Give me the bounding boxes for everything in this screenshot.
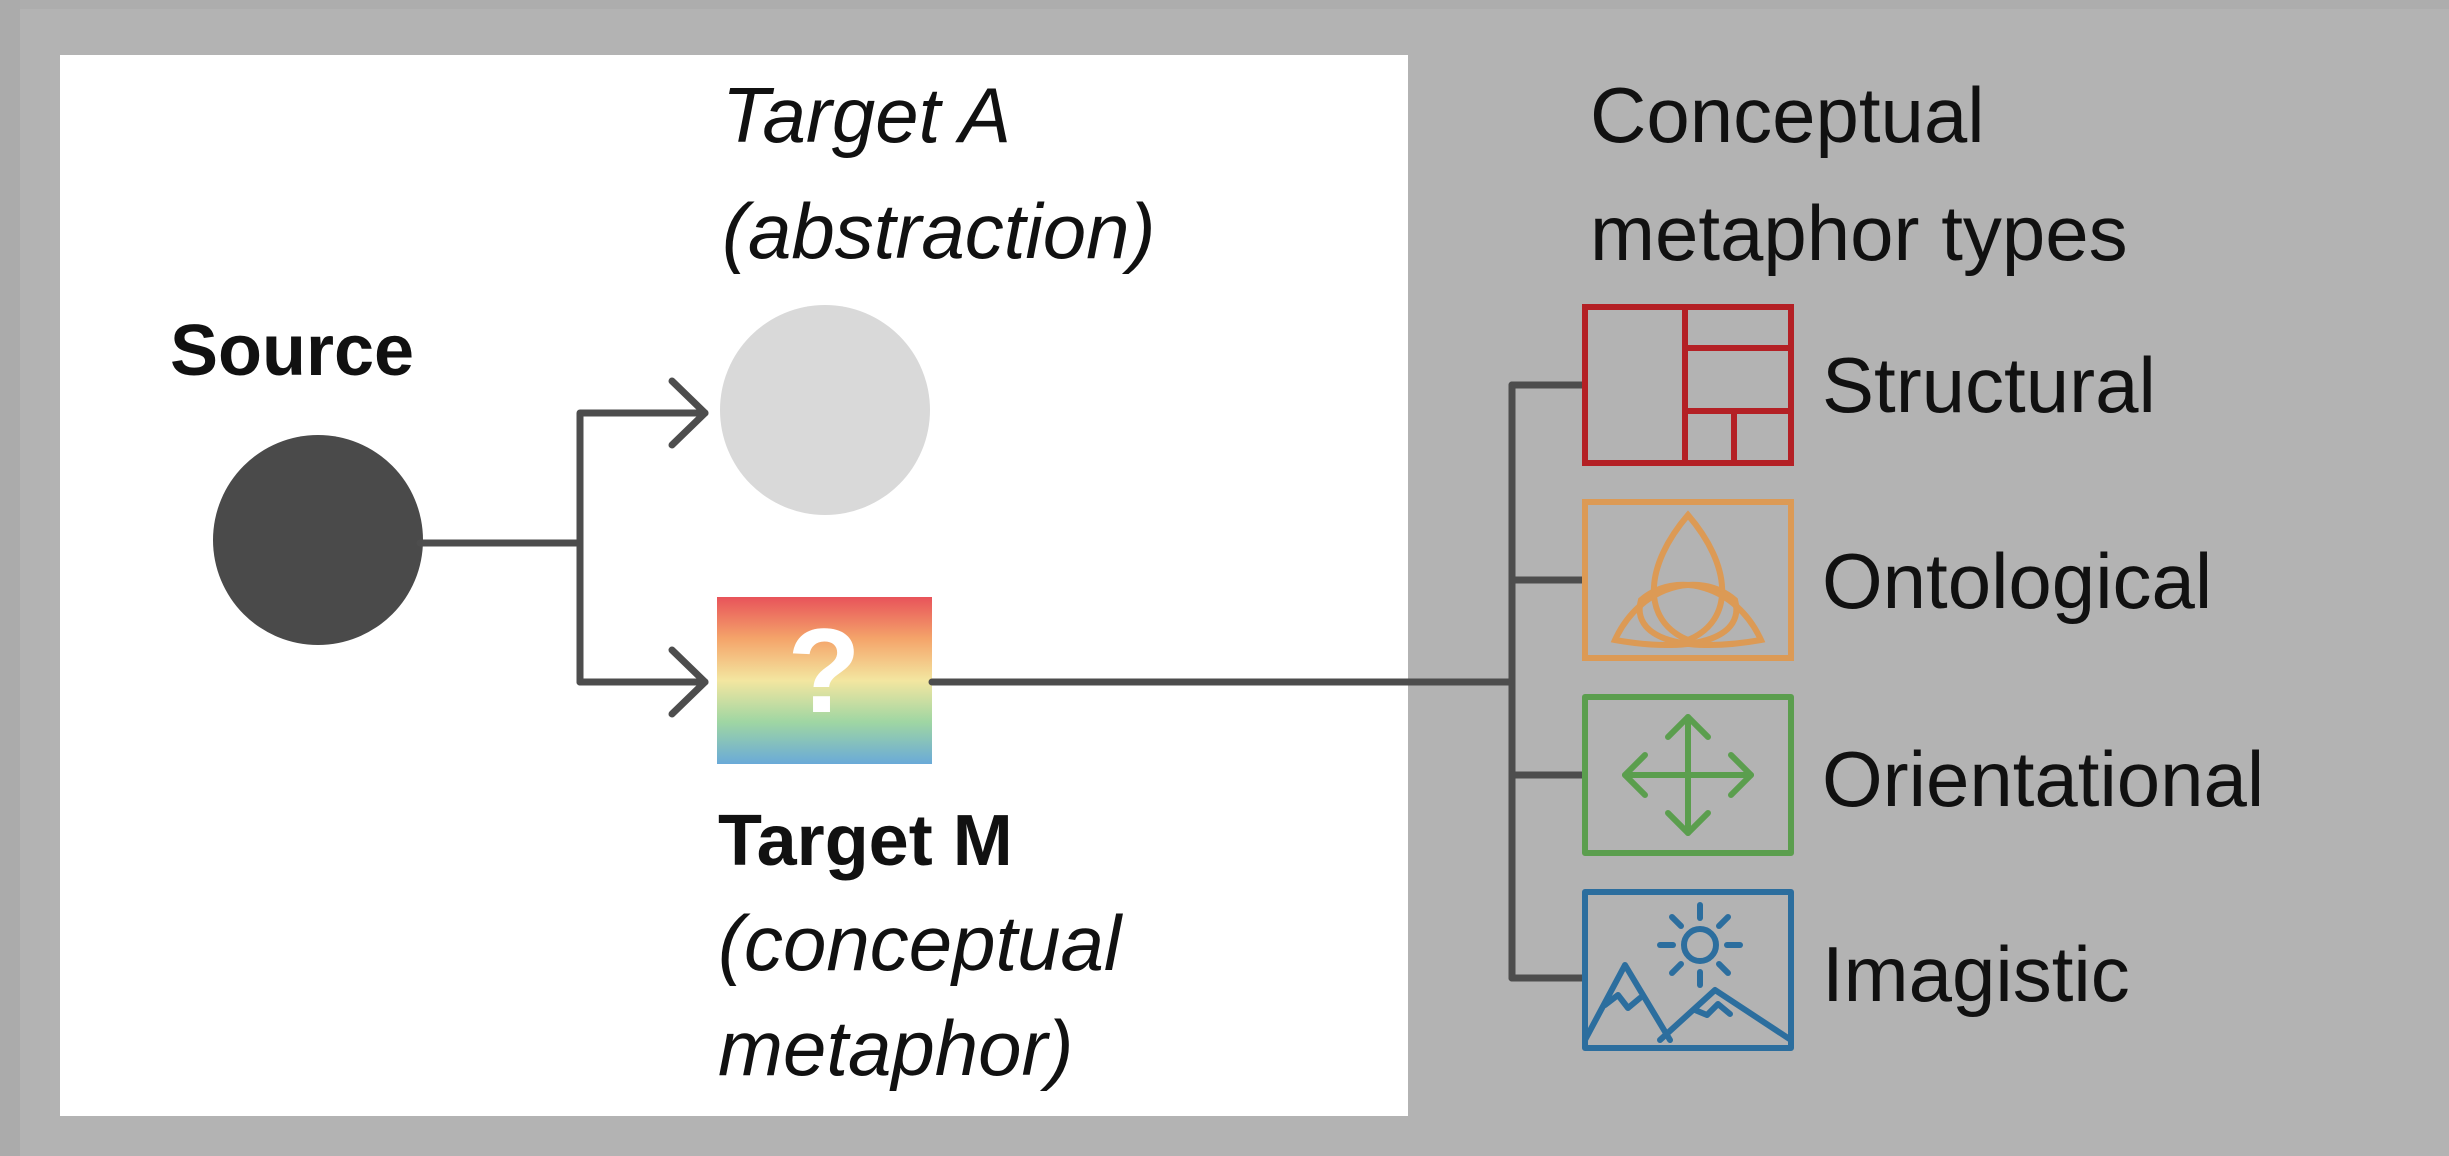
types-connector xyxy=(928,381,1586,982)
arrowhead-m xyxy=(668,646,709,718)
types-heading-line1: Conceptual xyxy=(1590,71,1985,159)
triquetra-knot-icon xyxy=(1582,499,1794,661)
type-label-ontological: Ontological xyxy=(1822,537,2212,625)
source-label: Source xyxy=(170,311,414,391)
types-heading-line2: metaphor types xyxy=(1590,189,2128,277)
question-mark-icon: ? xyxy=(787,604,860,738)
target-a-title: Target A xyxy=(722,71,1011,159)
target-m-subtitle-line2: metaphor) xyxy=(718,1004,1074,1092)
source-node xyxy=(213,435,423,645)
sun-mountains-icon xyxy=(1582,889,1794,1051)
left-edge xyxy=(0,0,20,1156)
target-m-title: Target M xyxy=(718,801,1013,881)
target-a-subtitle: (abstraction) xyxy=(722,187,1156,275)
grid-layout-icon xyxy=(1582,304,1794,466)
target-m-node xyxy=(717,597,932,764)
arrowhead-a xyxy=(668,377,709,449)
type-label-imagistic: Imagistic xyxy=(1822,930,2130,1018)
top-edge xyxy=(0,0,2449,9)
type-label-orientational: Orientational xyxy=(1822,735,2264,823)
type-label-structural: Structural xyxy=(1822,341,2156,429)
target-m-subtitle-line1: (conceptual xyxy=(718,899,1124,987)
branch-connector xyxy=(416,377,709,718)
four-way-arrows-icon xyxy=(1582,694,1794,856)
target-a-node xyxy=(720,305,930,515)
